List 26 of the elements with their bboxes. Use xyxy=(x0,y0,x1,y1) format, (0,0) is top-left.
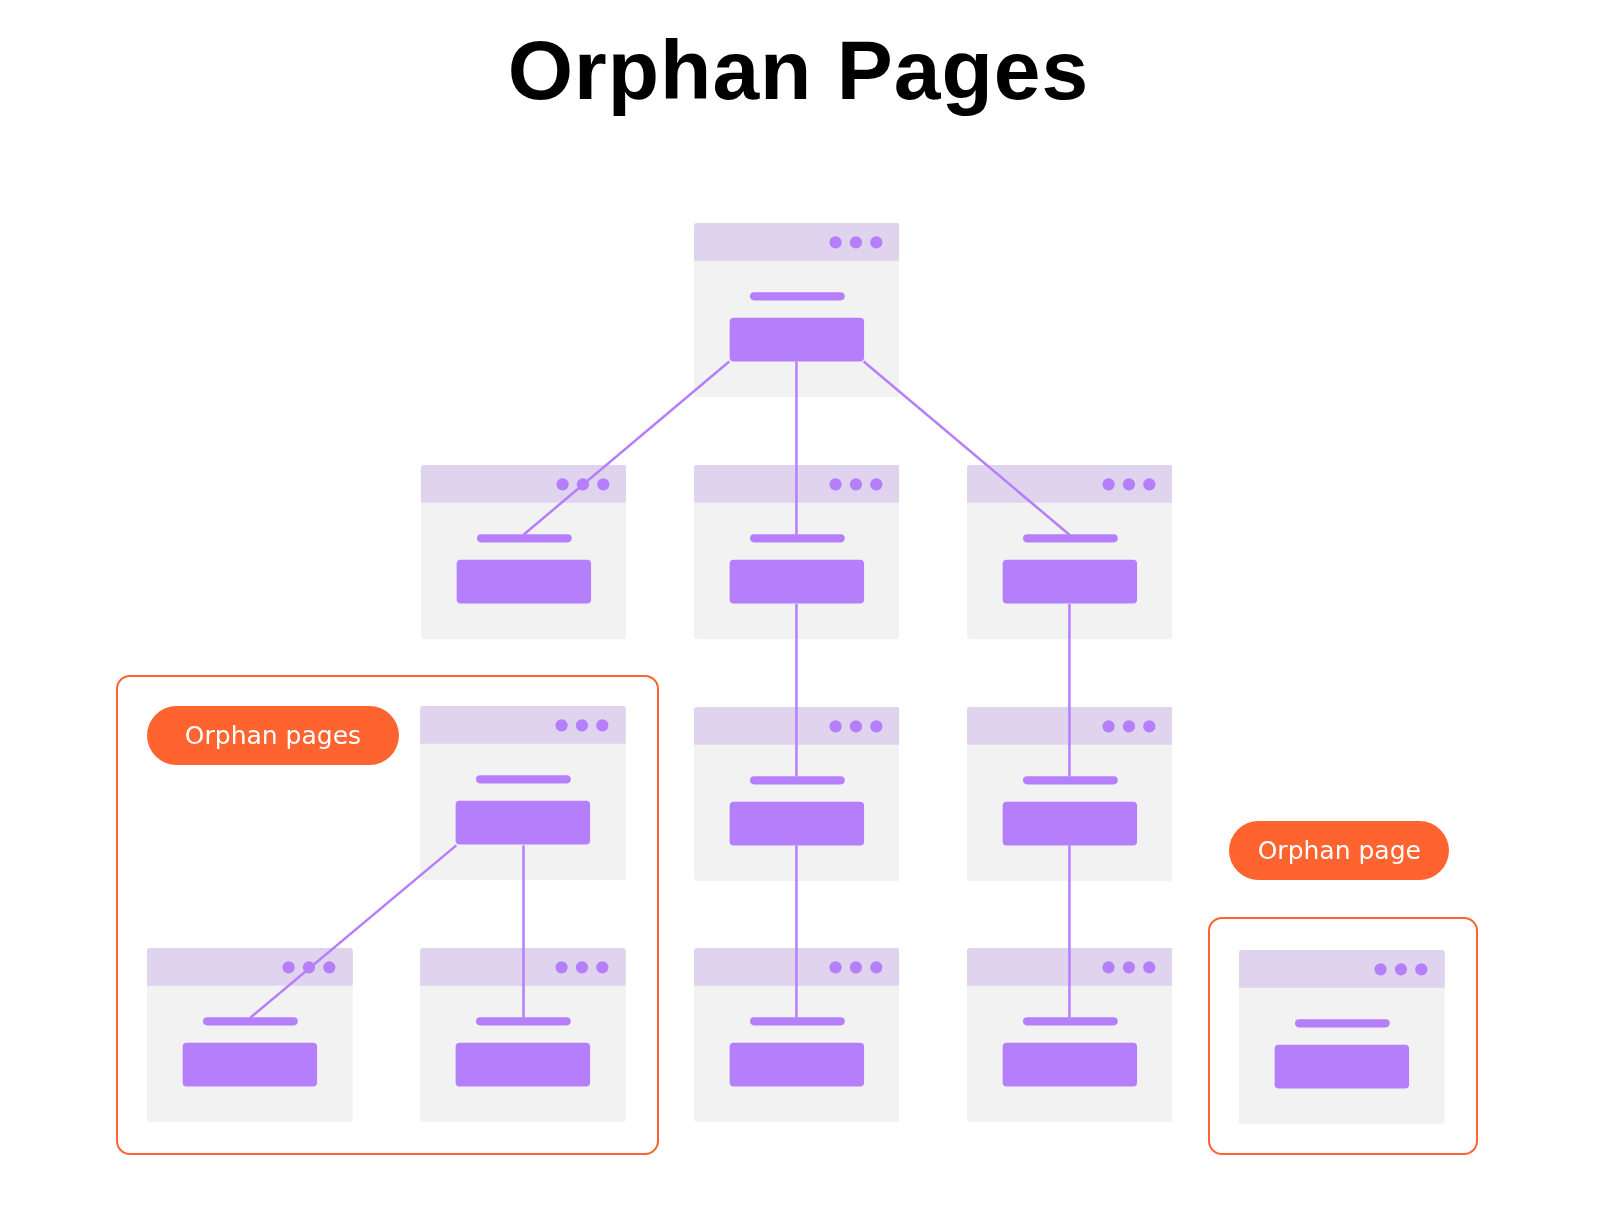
page-window-drawing xyxy=(1239,949,1445,1124)
orphan-tag: Orphan page xyxy=(1229,820,1450,880)
page-window-drawing xyxy=(420,706,626,881)
page-window-drawing xyxy=(966,465,1173,640)
orphan-tag: Orphan pages xyxy=(147,706,399,766)
connector-line xyxy=(522,360,731,536)
title: Orphan Pages xyxy=(506,22,1091,119)
page-window-drawing xyxy=(420,947,626,1122)
connector-line xyxy=(249,844,458,1019)
connector-line xyxy=(795,361,798,535)
connector-line xyxy=(795,845,798,1018)
page-window-drawing xyxy=(693,948,900,1123)
page-window-drawing xyxy=(693,706,900,881)
highlight-frame xyxy=(116,675,659,1155)
connector-line xyxy=(522,845,525,1018)
page-window-drawing xyxy=(966,706,1173,881)
connector-line xyxy=(795,603,798,777)
page-window-drawing xyxy=(420,465,627,640)
connector-line xyxy=(1068,603,1071,777)
page-window-drawing xyxy=(966,948,1173,1123)
page-window-drawing xyxy=(693,465,900,640)
page-window-drawing xyxy=(147,947,353,1122)
highlight-frame xyxy=(1207,916,1478,1155)
page-window-drawing xyxy=(693,223,900,398)
connector-line xyxy=(862,360,1071,536)
connector-line xyxy=(1068,845,1071,1018)
